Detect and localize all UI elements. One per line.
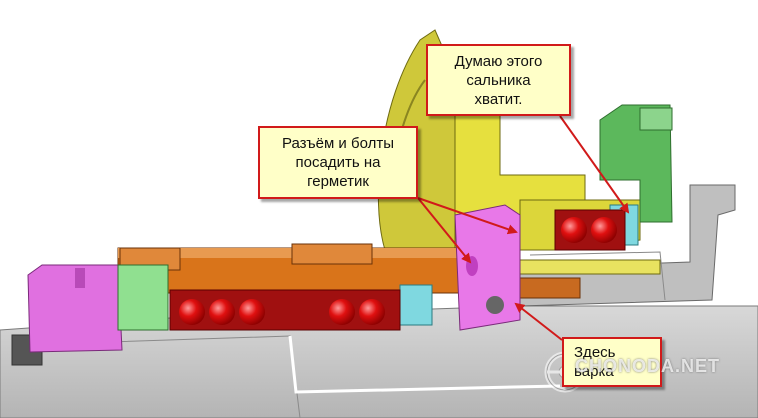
callout-seal-line-2: сальника <box>466 71 531 89</box>
green-cap <box>599 104 673 223</box>
arrow-seal <box>559 115 630 214</box>
left-seal <box>399 284 433 326</box>
callout-joint: Разъём и болты посадить на герметик <box>258 126 418 199</box>
left-nut <box>27 264 169 353</box>
callout-joint-line-1: Разъём и болты <box>282 135 394 152</box>
watermark: CHONODA.NET <box>575 356 720 376</box>
callout-weld-line-1: Здесь <box>574 344 616 361</box>
arrow-joint-2 <box>417 197 472 264</box>
callout-weld-line-2: варка <box>574 363 614 380</box>
magenta-hub <box>454 204 521 331</box>
callout-seal: Думаю этого сальника хватит. <box>426 44 571 116</box>
callout-joint-line-3: герметик <box>307 173 369 190</box>
bearings-left <box>169 289 401 331</box>
bearings-right <box>554 209 626 251</box>
right-housing <box>519 184 736 307</box>
arrow-weld <box>514 302 563 341</box>
callout-seal-line-1: Думаю этого <box>454 52 543 70</box>
arrow-joint-1 <box>417 197 518 235</box>
callout-weld: Здесь варка <box>562 337 662 387</box>
callout-arrows <box>417 115 630 341</box>
callout-joint-line-2: посадить на <box>295 154 381 171</box>
callout-seal-line-3: хватит. <box>474 90 523 108</box>
